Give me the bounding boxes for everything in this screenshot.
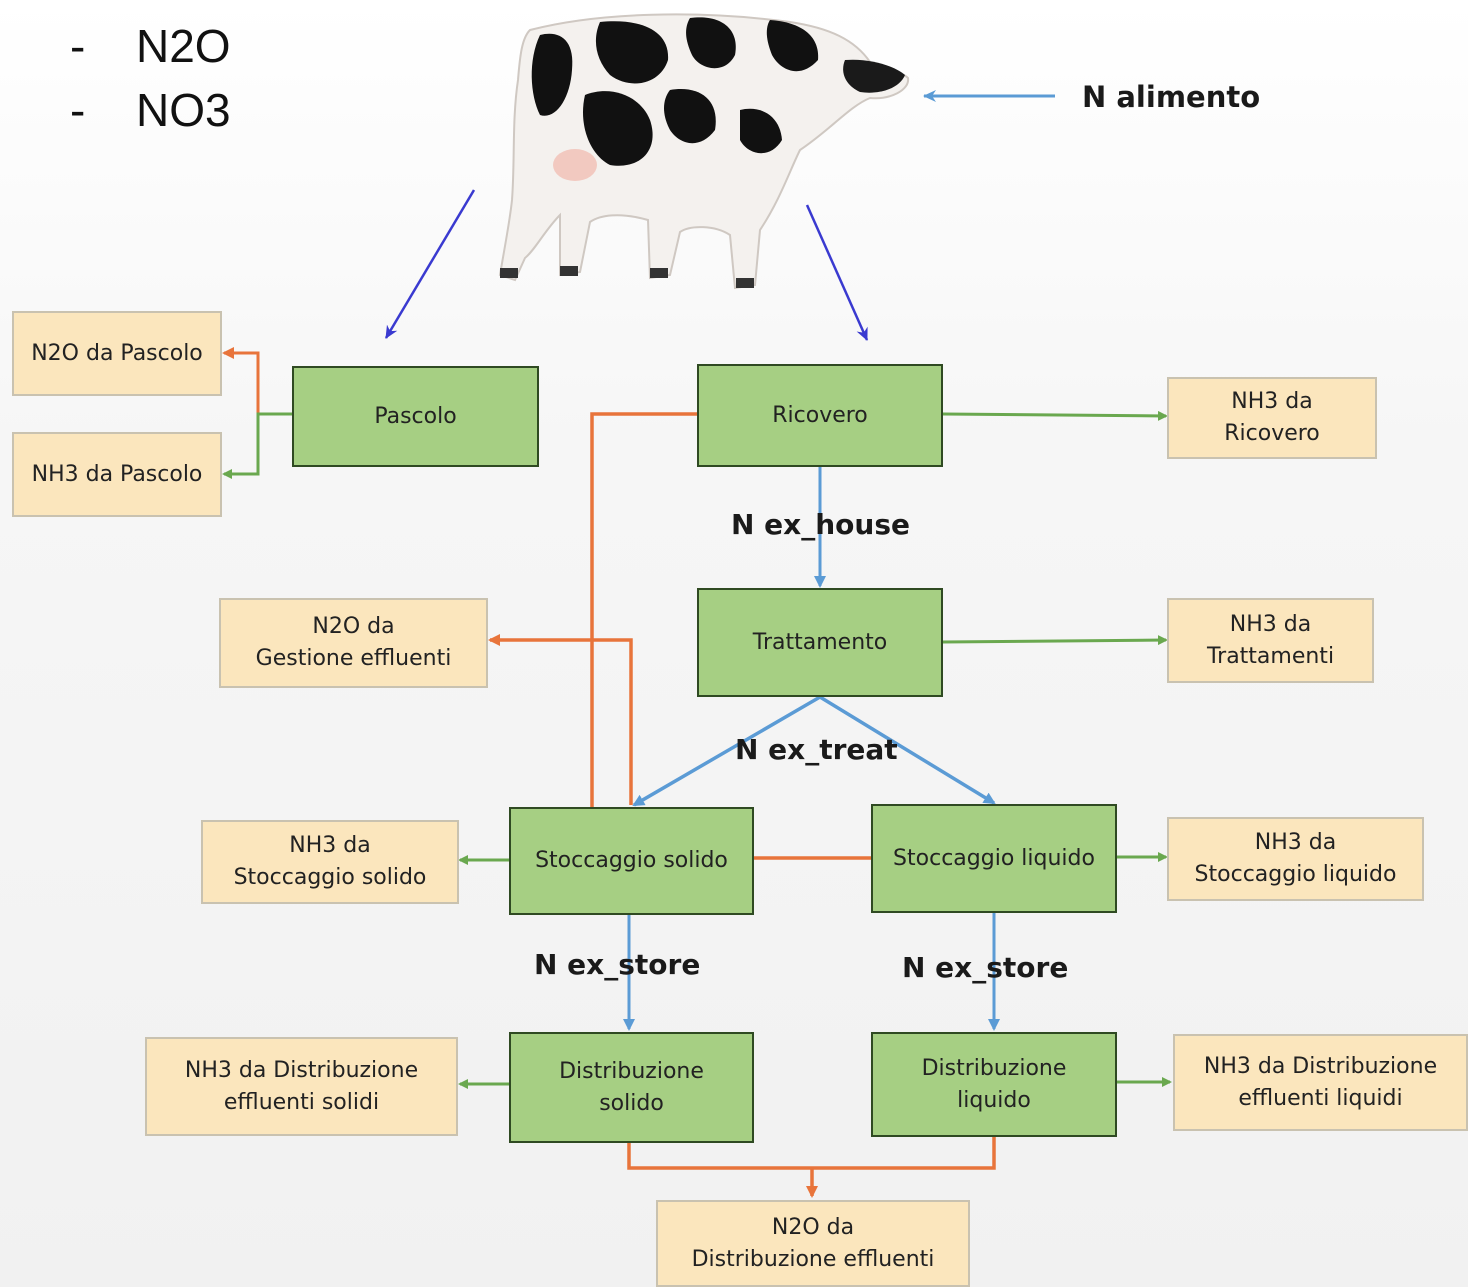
process-pascolo: Pascolo <box>292 366 539 467</box>
output-n2o-pascolo: N2O da Pascolo <box>12 311 222 396</box>
output-nh3-pascolo: NH3 da Pascolo <box>12 432 222 517</box>
output-nh3-ricovero: NH3 da Ricovero <box>1167 377 1377 459</box>
process-distribuzione-liquido: Distribuzione liquido <box>871 1032 1117 1137</box>
nh3-ricovero-arrow <box>942 410 1168 421</box>
ex-treat-liquid-arrow <box>819 695 996 805</box>
process-distribuzione-solido: Distribuzione solido <box>509 1032 754 1143</box>
output-nh3-distribuzione-solidi: NH3 da Distribuzione effluenti solidi <box>145 1037 458 1136</box>
output-nh3-stoccaggio-liquido: NH3 da Stoccaggio liquido <box>1167 817 1424 901</box>
nh3-trattamento-arrow <box>942 635 1168 646</box>
process-trattamento: Trattamento <box>697 588 943 697</box>
n2o-distr-liquid-line <box>812 1137 996 1170</box>
input-label: N alimento <box>1082 80 1261 114</box>
flow-label-ex-store-solid: N ex_store <box>534 948 701 981</box>
bullet-text: NO3 <box>136 84 231 136</box>
flow-label-ex-house: N ex_house <box>731 508 910 541</box>
output-n2o-gestione-effluenti: N2O da Gestione effluenti <box>219 598 488 688</box>
cow-icon <box>498 13 910 290</box>
cow-to-ricovero-arrow <box>805 204 869 341</box>
nh3-pascolo-arrow <box>222 412 293 479</box>
process-stoccaggio-liquido: Stoccaggio liquido <box>871 804 1117 913</box>
flow-label-ex-store-liquid: N ex_store <box>902 951 1069 984</box>
bullet-item: - N2O <box>70 14 231 78</box>
flow-label-ex-treat: N ex_treat <box>735 733 898 766</box>
ex-treat-solid-arrow <box>632 695 821 807</box>
bullet-list: - N2O - NO3 <box>70 14 231 142</box>
output-n2o-distribuzione-effluenti: N2O da Distribuzione effluenti <box>656 1200 970 1287</box>
bullet-text: N2O <box>136 20 231 72</box>
n2o-pascolo-arrow <box>222 347 293 416</box>
n2o-distr-solid-line <box>627 1143 812 1170</box>
output-nh3-trattamenti: NH3 da Trattamenti <box>1167 598 1374 683</box>
bullet-marker: - <box>70 20 86 72</box>
output-nh3-stoccaggio-solido: NH3 da Stoccaggio solido <box>201 820 459 904</box>
bullet-marker: - <box>70 84 86 136</box>
process-ricovero: Ricovero <box>697 364 943 467</box>
bullet-item: - NO3 <box>70 78 231 142</box>
process-stoccaggio-solido: Stoccaggio solido <box>509 807 754 915</box>
output-nh3-distribuzione-liquidi: NH3 da Distribuzione effluenti liquidi <box>1173 1034 1468 1131</box>
cow-to-pascolo-arrow <box>384 189 476 339</box>
n2o-gestione-arrow <box>488 634 633 805</box>
